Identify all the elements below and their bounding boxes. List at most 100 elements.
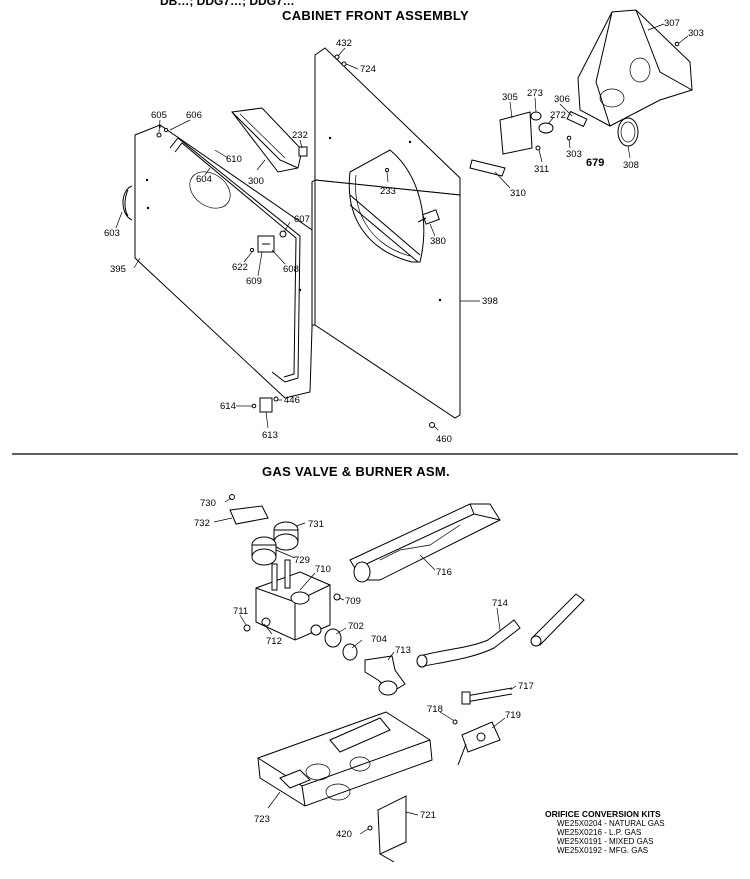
orifice-kit-row: WE25X0216 - L.P. GAS [557, 828, 642, 837]
callout-305: 305 [502, 92, 518, 103]
callout-310: 310 [510, 188, 526, 199]
callout-303a: 303 [688, 28, 704, 39]
callout-709: 709 [345, 596, 361, 607]
door-latch [251, 396, 279, 413]
callout-307: 307 [664, 18, 680, 29]
callout-460: 460 [436, 434, 452, 445]
callout-605: 605 [151, 110, 167, 121]
callout-303b: 303 [566, 149, 582, 160]
callout-233: 233 [380, 186, 396, 197]
callout-730: 730 [200, 498, 216, 509]
callout-613: 613 [262, 430, 278, 441]
callout-704: 704 [371, 634, 387, 645]
cabinet-leader-lines [115, 23, 689, 431]
callout-716: 716 [436, 567, 452, 578]
strike-310 [469, 159, 506, 177]
door-gasket [169, 137, 301, 383]
part-303a [674, 41, 680, 47]
gas-leader-lines [213, 497, 517, 835]
coil-bracket [229, 505, 269, 525]
callout-610: 610 [226, 154, 242, 165]
callout-232: 232 [292, 130, 308, 141]
door-switch [417, 209, 440, 225]
burner-tube [349, 503, 501, 583]
manifold-elbow [364, 655, 406, 696]
part-311 [535, 145, 541, 151]
callout-609: 609 [246, 276, 262, 287]
filter-clip [298, 146, 308, 157]
part-622 [249, 247, 255, 253]
callout-721: 721 [420, 810, 436, 821]
callout-446: 446 [284, 395, 300, 406]
callout-723: 723 [254, 814, 270, 825]
orifice-kits-title: ORIFICE CONVERSION KITS [545, 809, 661, 819]
door-hinge [257, 230, 287, 253]
callout-306: 306 [554, 94, 570, 105]
igniter-tube [530, 593, 585, 647]
cut-header-text: DB…; DDG7…; DDG7… [160, 0, 295, 8]
callout-273: 273 [527, 88, 543, 99]
callout-714: 714 [492, 598, 508, 609]
callout-731: 731 [308, 519, 324, 530]
callout-710: 710 [315, 564, 331, 575]
callout-679: 679 [586, 157, 604, 169]
callout-622: 622 [232, 262, 248, 273]
screw-724 [341, 61, 347, 67]
callout-308: 308 [623, 160, 639, 171]
callout-607: 607 [294, 214, 310, 225]
callout-732: 732 [194, 518, 210, 529]
igniter [457, 721, 501, 766]
part-711 [243, 624, 251, 632]
cabinet-front-panel [311, 47, 461, 419]
callout-311: 311 [534, 164, 549, 175]
lint-filter [231, 107, 303, 173]
gas-valve [255, 559, 331, 641]
orifice-kit-row: WE25X0204 - NATURAL GAS [557, 819, 665, 828]
callout-398: 398 [482, 296, 498, 307]
orifice-kit-row: WE25X0192 - MFG. GAS [557, 846, 649, 855]
callout-712: 712 [266, 636, 282, 647]
part-605 [156, 132, 162, 138]
gas-section-title: GAS VALVE & BURNER ASM. [262, 464, 450, 479]
cabinet-section-title: CABINET FRONT ASSEMBLY [282, 8, 469, 23]
part-306 [566, 110, 588, 128]
duct-shield [577, 9, 693, 127]
callout-702: 702 [348, 621, 364, 632]
callout-729: 729 [294, 555, 310, 566]
door-handle [122, 185, 133, 221]
bracket-721 [377, 795, 407, 863]
callout-395: 395 [110, 264, 126, 275]
part-273 [530, 111, 542, 121]
callout-724: 724 [360, 64, 376, 75]
callout-272: 272 [550, 110, 566, 121]
callout-718: 718 [427, 704, 443, 715]
orifice-kits-table: ORIFICE CONVERSION KITS WE25X0204 - NATU… [545, 809, 665, 856]
part-718 [452, 719, 458, 725]
part-272 [538, 122, 554, 134]
callout-606: 606 [186, 110, 202, 121]
valve-fittings [324, 628, 358, 661]
callout-300: 300 [248, 176, 264, 187]
valve-coils [251, 521, 299, 566]
callout-717: 717 [518, 681, 534, 692]
callout-614: 614 [220, 401, 236, 412]
manifold-pipe [416, 619, 521, 668]
callout-713: 713 [395, 645, 411, 656]
part-303b [566, 135, 572, 141]
bracket-305 [499, 111, 533, 155]
part-606 [163, 127, 169, 133]
door-panel [134, 124, 316, 399]
screw-717 [461, 687, 513, 705]
callout-608: 608 [283, 264, 299, 275]
orifice-kit-row: WE25X0191 - MIXED GAS [557, 837, 654, 846]
callout-432: 432 [336, 38, 352, 49]
burner-base-plate [257, 711, 433, 807]
callout-604: 604 [196, 174, 212, 185]
callout-603: 603 [104, 228, 120, 239]
callout-719: 719 [505, 710, 521, 721]
part-233 [384, 167, 390, 173]
part-709 [333, 593, 341, 601]
screw-460 [429, 422, 435, 428]
callout-380: 380 [430, 236, 446, 247]
